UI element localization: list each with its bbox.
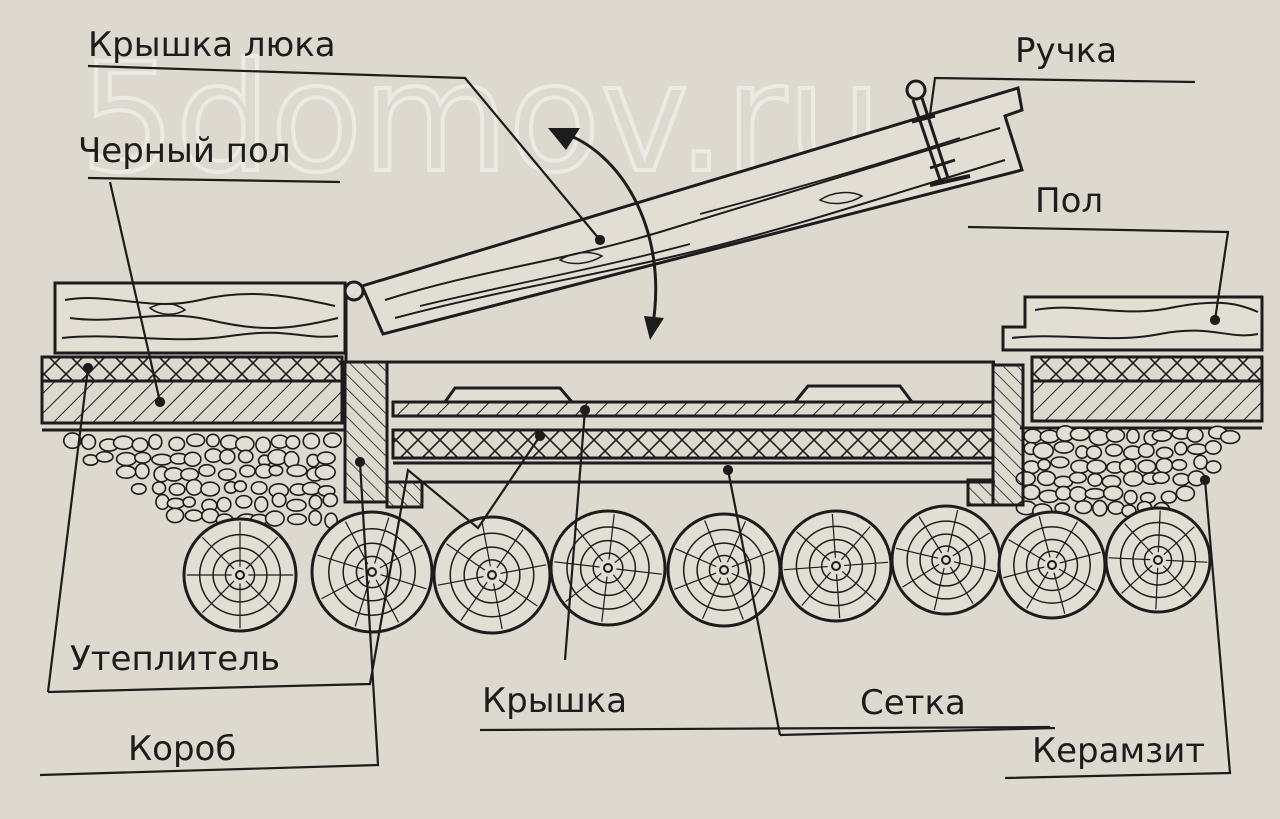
log: [779, 509, 893, 623]
leader-lines: [39, 64, 1232, 780]
log: [182, 517, 298, 633]
log: [310, 510, 434, 634]
label-hatch-lid: Крышка люка: [88, 25, 336, 65]
log: [997, 510, 1107, 620]
left-floor-board: [53, 281, 347, 355]
log: [549, 509, 667, 627]
expanded-clay-left: [62, 432, 342, 529]
label-floor: Пол: [1035, 181, 1103, 221]
label-handle: Ручка: [1015, 31, 1117, 71]
log: [666, 512, 782, 628]
expanded-clay-right: [1015, 425, 1241, 520]
label-insulation: Утеплитель: [70, 639, 280, 679]
label-box: Короб: [128, 729, 236, 769]
swing-arrow-icon: [548, 128, 664, 340]
lid-panel: [391, 384, 995, 418]
lid-insulation: [391, 428, 995, 460]
right-insulation-layer: [1030, 355, 1264, 383]
log: [1104, 506, 1212, 614]
hatch-lid-board: [359, 86, 1024, 336]
right-subfloor-layer: [1020, 379, 1264, 430]
label-mesh: Сетка: [860, 683, 966, 723]
label-subfloor: Черный пол: [78, 131, 291, 171]
log-row: [182, 504, 1212, 635]
label-expanded-clay: Керамзит: [1032, 731, 1205, 771]
left-subfloor-layer: [40, 379, 345, 432]
log: [890, 504, 1002, 616]
right-floor-board: [1001, 295, 1264, 352]
label-lid: Крышка: [482, 681, 627, 721]
handle-icon: [905, 79, 971, 187]
log: [432, 515, 552, 635]
hinge-icon: [343, 280, 365, 362]
